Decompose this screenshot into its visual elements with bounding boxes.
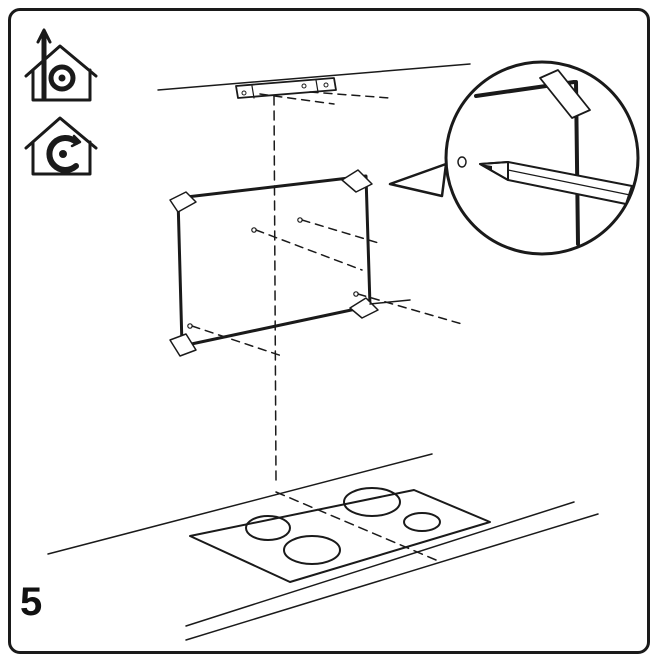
drill-mark-detail — [388, 60, 640, 256]
counter-front-edge — [185, 501, 575, 627]
ceiling-line — [157, 63, 471, 91]
drilling-template — [169, 169, 379, 357]
recirculation-icon — [24, 116, 98, 176]
step-number: 5 — [20, 580, 43, 624]
counter-back-edge — [47, 453, 433, 555]
center-line — [273, 95, 277, 481]
ducted-extraction-icon — [24, 28, 98, 102]
hob — [189, 487, 491, 583]
mounting-bracket — [235, 77, 337, 99]
